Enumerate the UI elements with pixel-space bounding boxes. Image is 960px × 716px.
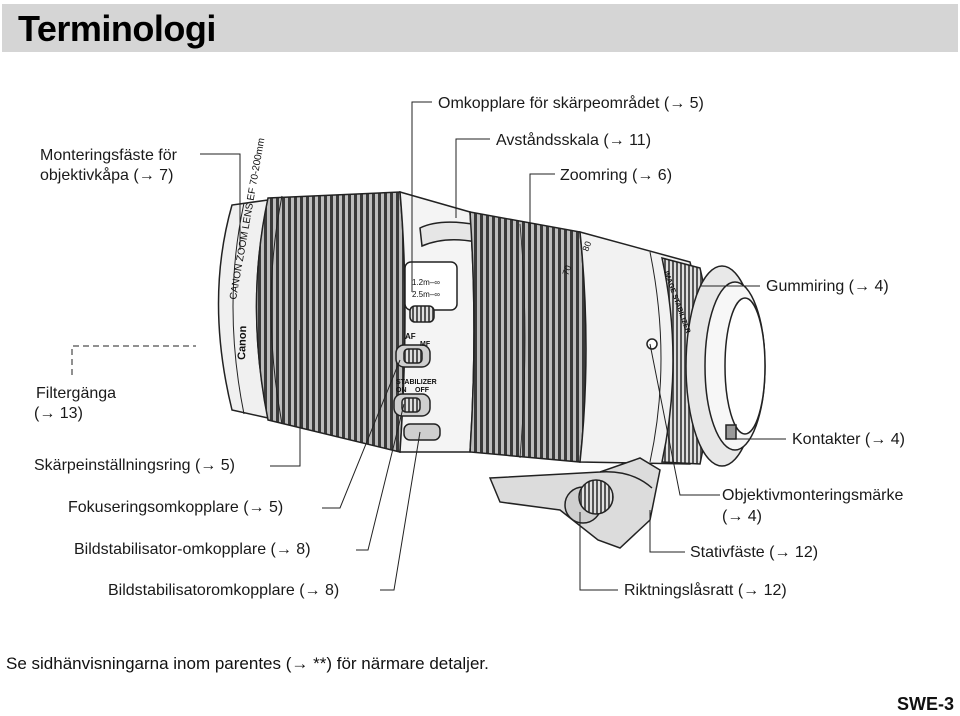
leader-knob <box>579 512 618 591</box>
lens-brand-text: Canon <box>236 325 249 360</box>
leader-focus-mode <box>322 359 401 509</box>
zoom-ring <box>469 211 587 463</box>
label-zoom-ring: Zoomring (→ 6) <box>560 167 673 184</box>
lens-mount <box>685 265 766 467</box>
off-text: OFF <box>415 387 430 394</box>
label-mount-cap: Monteringsfäste för <box>40 147 177 164</box>
page-number: SWE-3 <box>896 694 954 714</box>
leader-focus-ring <box>270 330 301 467</box>
leader-lines <box>71 101 786 591</box>
af-text: AF <box>405 332 416 341</box>
label-rubber-ring: Gummiring (→ 4) <box>766 278 889 295</box>
label-focus-range-switch: Omkopplare för skärpeområdet (→ 5) <box>438 95 704 112</box>
mf-text: MF <box>420 341 431 348</box>
switch-panel-barrel <box>393 190 479 453</box>
dist-bottom-text: 2.5m–∞ <box>412 290 440 299</box>
footnote: Se sidhänvisningarna inom parentes (→ **… <box>6 654 489 673</box>
leader-is-switch <box>356 403 405 551</box>
label-focus-mode-switch: Fokuseringsomkopplare (→ 5) <box>68 499 284 516</box>
label-mount-cap-ref: objektivkåpa (→ 7) <box>40 167 174 184</box>
title-bar: Terminologi <box>2 4 958 52</box>
label-distance-scale: Avståndsskala (→ 11) <box>496 132 652 149</box>
label-tripod-mount: Stativfäste (→ 12) <box>690 544 819 561</box>
leader-mount-cap <box>200 153 241 250</box>
label-focus-ring: Skärpeinställningsring (→ 5) <box>34 457 235 474</box>
stabilizer-text: STABILIZER <box>396 379 437 386</box>
label-orientation-knob: Riktningslåsratt (→ 12) <box>624 582 787 599</box>
focus-ring <box>255 191 406 453</box>
label-mount-index: Objektivmonteringsmärke <box>722 487 904 504</box>
label-mount-index-ref: (→ 4) <box>722 508 762 525</box>
label-filter-thread-ref: (→ 13) <box>34 405 83 422</box>
zoom-70-text: 70 <box>560 264 573 277</box>
leader-zoom-ring <box>529 173 555 250</box>
tripod-foot <box>488 457 661 549</box>
on-text: ON <box>396 387 407 394</box>
zoom-80-text: 80 <box>580 240 593 253</box>
leader-is-mode <box>380 431 421 591</box>
leader-filter-thread <box>71 345 196 375</box>
leader-tripod <box>649 510 685 553</box>
leader-focus-range <box>411 101 432 292</box>
label-filter-thread: Filtergänga <box>36 385 117 402</box>
leader-distance-scale <box>455 138 490 218</box>
label-contacts: Kontakter (→ 4) <box>792 431 905 448</box>
dist-top-text: 1.2m–∞ <box>412 278 440 287</box>
label-is-switch: Bildstabilisator-omkopplare (→ 8) <box>74 541 311 558</box>
page-title: Terminologi <box>18 8 216 49</box>
leader-mount-index <box>649 343 720 496</box>
label-is-mode-switch: Bildstabilisatoromkopplare (→ 8) <box>108 582 340 599</box>
